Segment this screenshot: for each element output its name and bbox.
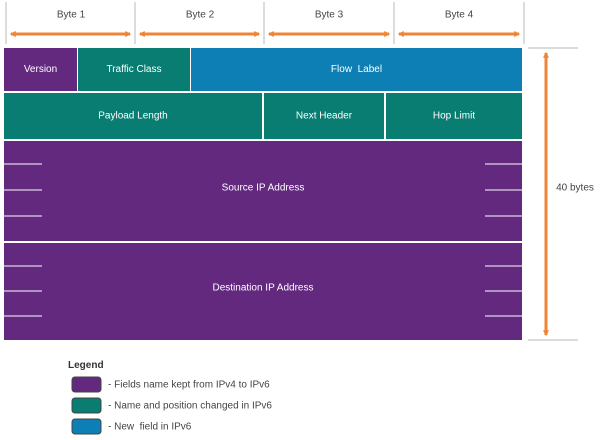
flow-label-field bbox=[191, 48, 522, 91]
header-row-1: Version Traffic Class Flow Label bbox=[4, 48, 522, 91]
payload-length-label: Payload Length bbox=[98, 111, 168, 122]
next-header-field bbox=[264, 93, 384, 139]
legend-item-label: - Fields name kept from IPv4 to IPv6 bbox=[108, 380, 270, 391]
flow-label-label: Flow Label bbox=[331, 64, 382, 75]
size-label: 40 bytes bbox=[556, 183, 594, 194]
source-ip-field bbox=[4, 141, 522, 241]
legend-item-label: - New field in IPv6 bbox=[108, 422, 192, 433]
legend-title: Legend bbox=[68, 360, 104, 371]
byte-header-label: Byte 4 bbox=[445, 10, 474, 21]
source-ip-label: Source IP Address bbox=[222, 183, 305, 194]
hop-limit-field bbox=[386, 93, 522, 139]
payload-length-field bbox=[4, 93, 262, 139]
next-header-label: Next Header bbox=[296, 111, 353, 122]
legend-item-label: - Name and position changed in IPv6 bbox=[108, 401, 272, 412]
version-field bbox=[4, 48, 77, 91]
byte-header-dividers bbox=[5, 2, 525, 44]
destination-ip-ticks bbox=[4, 265, 522, 317]
traffic-class-label: Traffic Class bbox=[106, 64, 161, 75]
destination-ip-block: Destination IP Address bbox=[4, 243, 522, 340]
legend-swatch bbox=[71, 376, 102, 393]
legend: Legend - Fields name kept from IPv4 to I… bbox=[68, 360, 272, 435]
legend-swatch bbox=[71, 418, 102, 435]
source-ip-block: Source IP Address bbox=[4, 141, 522, 241]
destination-ip-label: Destination IP Address bbox=[213, 283, 314, 294]
legend-swatch bbox=[71, 397, 102, 414]
byte-header-label: Byte 3 bbox=[315, 10, 344, 21]
source-ip-ticks bbox=[4, 163, 522, 217]
hop-limit-label: Hop Limit bbox=[433, 111, 475, 122]
size-indicator: 40 bytes bbox=[528, 47, 594, 341]
version-label: Version bbox=[24, 64, 57, 75]
destination-ip-field bbox=[4, 243, 522, 340]
header-row-2: Payload Length Next Header Hop Limit bbox=[4, 93, 522, 139]
byte-headers: Byte 1 Byte 2 Byte 3 Byte 4 bbox=[57, 10, 474, 21]
traffic-class-field bbox=[78, 48, 190, 91]
byte-header-label: Byte 2 bbox=[186, 10, 215, 21]
byte-header-label: Byte 1 bbox=[57, 10, 86, 21]
